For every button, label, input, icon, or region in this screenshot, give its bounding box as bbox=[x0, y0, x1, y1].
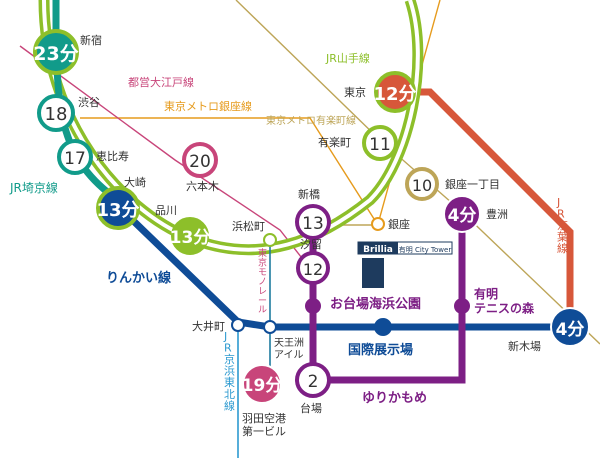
label-haneda: 羽田空港第一ビル bbox=[242, 411, 286, 438]
station-circle-shibuya[interactable] bbox=[37, 94, 75, 132]
label-tennozu-isle: 天王洲アイル bbox=[274, 337, 304, 361]
station-circle-osaki[interactable] bbox=[96, 186, 140, 230]
label-hamamatsucho: 浜松町 bbox=[232, 219, 265, 233]
label-ginza: 銀座 bbox=[388, 217, 410, 231]
station-dot-hamamatsucho[interactable] bbox=[263, 233, 277, 247]
station-circle-ginza-itchome[interactable] bbox=[405, 167, 439, 201]
station-circle-yurakucho[interactable] bbox=[362, 125, 398, 161]
line-label-yurakucho: 東京メトロ有楽町線 bbox=[266, 114, 356, 127]
time-haneda: 19分 bbox=[242, 376, 283, 396]
time-ebisu: 17 bbox=[64, 149, 86, 169]
station-circle-tokyo[interactable] bbox=[374, 71, 416, 113]
label-osaki: 大崎 bbox=[124, 175, 146, 189]
station-dot-odaiba[interactable] bbox=[305, 298, 321, 314]
time-roppongi: 20 bbox=[189, 152, 211, 172]
time-yurakucho: 11 bbox=[369, 135, 391, 155]
label-shimbashi: 新橋 bbox=[298, 187, 320, 201]
line-label-oedo: 都営大江戸線 bbox=[128, 75, 194, 89]
line-label-saikyo: JR埼京線 bbox=[9, 180, 58, 195]
label-ebisu: 恵比寿 bbox=[96, 149, 129, 163]
station-circle-shin-kiba[interactable] bbox=[550, 307, 590, 347]
station-dot-kokusai-tenjijo[interactable] bbox=[374, 318, 392, 336]
label-shibuya: 渋谷 bbox=[78, 96, 100, 109]
line-label-yurikamome: ゆりかもめ bbox=[362, 391, 427, 406]
property-name: 有明 City Tower bbox=[399, 245, 452, 254]
station-circle-roppongi[interactable] bbox=[182, 142, 218, 178]
line-label-monorail: 東京モノレール bbox=[258, 247, 267, 316]
line-label-rinkai: りんかい線 bbox=[106, 270, 172, 286]
label-shinjuku: 新宿 bbox=[80, 33, 102, 47]
label-shin-kiba: 新木場 bbox=[508, 339, 541, 353]
label-kokusai-tenjijo: 国際展示場 bbox=[348, 342, 413, 358]
time-toyosu: 4分 bbox=[448, 206, 477, 226]
time-osaki: 13分 bbox=[96, 200, 139, 221]
label-yurakucho: 有楽町 bbox=[318, 135, 351, 149]
time-shinagawa: 13分 bbox=[170, 228, 211, 248]
label-ginza-itchome: 銀座一丁目 bbox=[445, 177, 500, 191]
label-ariake-tennis: 有明テニスの森 bbox=[474, 286, 535, 315]
time-shin-kiba: 4分 bbox=[556, 320, 585, 340]
station-circle-daiba[interactable] bbox=[295, 362, 331, 398]
label-roppongi: 六本木 bbox=[186, 179, 219, 193]
station-dot-ginza[interactable] bbox=[371, 217, 385, 231]
station-circle-haneda[interactable] bbox=[242, 364, 282, 404]
label-shiodome: 汐留 bbox=[300, 237, 322, 251]
time-ginza-itchome: 10 bbox=[412, 176, 432, 195]
label-shinagawa: 品川 bbox=[155, 204, 177, 217]
property-brand-bg bbox=[358, 242, 398, 254]
rinkai-line bbox=[115, 203, 570, 331]
line-label-yamanote: JR山手線 bbox=[325, 51, 370, 65]
station-circle-shimbashi[interactable] bbox=[295, 204, 331, 240]
label-tokyo: 東京 bbox=[344, 85, 366, 99]
label-daiba: 台場 bbox=[300, 401, 322, 415]
station-circle-shiodome[interactable] bbox=[296, 251, 330, 285]
time-shinjuku: 23分 bbox=[33, 43, 78, 65]
station-dot-ariake-tennis[interactable] bbox=[454, 298, 470, 314]
station-circle-shinagawa[interactable] bbox=[171, 217, 209, 255]
time-shibuya: 18 bbox=[45, 104, 68, 125]
property-building-icon bbox=[362, 258, 384, 288]
time-shiodome: 12 bbox=[303, 260, 323, 279]
label-oimachi: 大井町 bbox=[192, 319, 225, 333]
station-circle-toyosu[interactable] bbox=[443, 195, 481, 233]
label-toyosu: 豊洲 bbox=[486, 208, 508, 221]
station-circle-shinjuku[interactable] bbox=[33, 29, 79, 75]
station-circle-ebisu[interactable] bbox=[57, 139, 93, 175]
station-dot-tennozu[interactable] bbox=[263, 320, 277, 334]
property-brand: Brillia bbox=[363, 245, 393, 255]
keiyo-line bbox=[412, 88, 574, 326]
time-daiba: 2 bbox=[308, 372, 319, 392]
station-dot-oimachi[interactable] bbox=[231, 318, 245, 332]
label-odaiba: お台場海浜公園 bbox=[330, 296, 421, 312]
time-tokyo: 12分 bbox=[373, 84, 416, 105]
time-shimbashi: 13 bbox=[302, 214, 324, 234]
line-label-ginza: 東京メトロ銀座線 bbox=[164, 99, 252, 113]
